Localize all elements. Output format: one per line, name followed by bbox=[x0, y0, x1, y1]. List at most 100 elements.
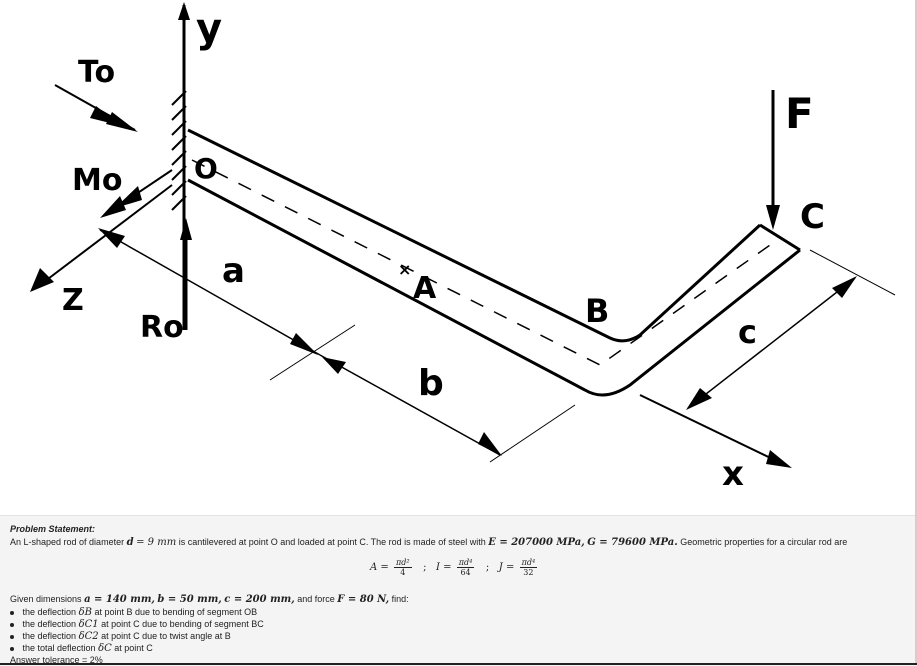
list-item: the total deflection δC at point C bbox=[10, 643, 153, 654]
rod-end-c bbox=[759, 223, 801, 252]
bullet-pre: the total deflection bbox=[22, 643, 96, 653]
formula-i-fraction: πd⁴ 64 bbox=[456, 558, 475, 577]
given-c: c = 200 mm, bbox=[224, 594, 295, 605]
list-item: the deflection δC1 at point C due to ben… bbox=[10, 619, 264, 630]
intro-text: An L-shaped rod of diameter bbox=[10, 537, 125, 547]
dim-c-line bbox=[687, 277, 856, 409]
given-dimensions: Given dimensions a = 140 mm, b = 50 mm, … bbox=[10, 594, 409, 605]
label-dim-b: b bbox=[418, 363, 444, 404]
moment-arrowhead bbox=[100, 196, 126, 218]
geometric-formulas: A = πd² 4 ; I = πd⁴ 64 ; J = πd⁴ 32 bbox=[370, 558, 539, 577]
point-a-marker: × bbox=[398, 260, 411, 279]
formula-a-fraction: πd² 4 bbox=[393, 558, 412, 577]
label-ro: Ro bbox=[140, 310, 184, 345]
list-item: the deflection δC2 at point C due to twi… bbox=[10, 631, 231, 642]
formula-j-num: πd⁴ bbox=[519, 558, 538, 568]
dim-b-arrow-start bbox=[322, 357, 346, 374]
l-shaped-rod-sketch: × y To Mo O F C Z Ro a A B c b x bbox=[30, 2, 896, 494]
formula-j-den: 32 bbox=[523, 568, 534, 577]
given-mid: and force bbox=[297, 594, 335, 604]
moment-arrowhead-2 bbox=[115, 186, 142, 208]
dim-a-ext bbox=[269, 324, 356, 381]
formula-i-num: πd⁴ bbox=[456, 558, 475, 568]
given-f: F = 80 N, bbox=[337, 594, 390, 605]
given-a: a = 140 mm, bbox=[84, 594, 155, 605]
wall-hatching bbox=[171, 90, 187, 211]
bullet-symbol: δC1 bbox=[78, 619, 99, 630]
bullet-post: at point C due to twist angle at B bbox=[101, 631, 231, 641]
label-point-b: B bbox=[585, 292, 609, 330]
given-suffix: find: bbox=[391, 594, 409, 604]
dim-a-arrow-end bbox=[290, 333, 318, 355]
formula-j-lhs: J = bbox=[498, 562, 515, 573]
bullet-dot bbox=[10, 610, 14, 615]
dim-c-arrow-end bbox=[832, 276, 857, 298]
bottom-border bbox=[0, 663, 917, 665]
bullet-post: at point C due to bending of segment BC bbox=[101, 619, 264, 629]
formula-a-den: 4 bbox=[400, 568, 406, 577]
x-axis-line bbox=[639, 394, 786, 466]
dim-a-line bbox=[99, 229, 321, 356]
bullet-post: at point C bbox=[114, 643, 153, 653]
dim-b-line bbox=[319, 354, 501, 456]
bullet-dot bbox=[10, 622, 14, 627]
diameter-symbol: d bbox=[126, 537, 134, 548]
z-axis-arrowhead bbox=[30, 268, 54, 292]
modulus-e: E = 207000 MPa, bbox=[488, 537, 585, 548]
formula-j-fraction: πd⁴ 32 bbox=[519, 558, 538, 577]
bullet-pre: the deflection bbox=[22, 631, 77, 641]
intro-text-2: is cantilevered at point O and loaded at… bbox=[178, 537, 486, 547]
problem-title: Problem Statement: bbox=[10, 524, 96, 534]
given-prefix: Given dimensions bbox=[10, 594, 82, 604]
bullet-symbol: δC2 bbox=[78, 631, 99, 642]
dim-c-ext bbox=[809, 249, 896, 296]
problem-statement-panel: Problem Statement: An L-shaped rod of di… bbox=[0, 515, 917, 666]
bullet-pre: the deflection bbox=[22, 607, 77, 617]
bullet-symbol: δB bbox=[78, 607, 92, 618]
torque-arrowhead bbox=[106, 112, 138, 132]
truncated-line: Answer tolerance = 2% bbox=[10, 655, 103, 665]
given-b: b = 50 mm, bbox=[157, 594, 222, 605]
problem-intro: An L-shaped rod of diameter d = 9 mm is … bbox=[10, 537, 847, 548]
rod-segment-bottom-edge bbox=[187, 178, 801, 397]
label-dim-a: a bbox=[222, 251, 245, 291]
formula-i-den: 64 bbox=[460, 568, 471, 577]
label-f: F bbox=[785, 89, 814, 138]
bullet-post: at point B due to bending of segment OB bbox=[94, 607, 258, 617]
dim-a-arrow-start bbox=[98, 228, 125, 248]
sep-2: ; bbox=[485, 562, 490, 573]
modulus-g: G = 79600 MPa. bbox=[587, 537, 678, 548]
label-to: To bbox=[78, 55, 115, 90]
label-c-point: C bbox=[800, 197, 825, 237]
intro-text-3: Geometric properties for a circular rod … bbox=[680, 537, 848, 547]
label-mo: Mo bbox=[72, 163, 122, 198]
label-z: Z bbox=[62, 283, 84, 318]
x-axis-arrowhead bbox=[766, 450, 792, 468]
dim-c-arrow-start bbox=[686, 388, 712, 410]
rod-segment-ob bbox=[187, 128, 762, 343]
torque-arrowhead-2 bbox=[90, 106, 122, 126]
dim-b-arrow-end bbox=[478, 432, 502, 456]
list-item: the deflection δB at point B due to bend… bbox=[10, 607, 257, 618]
y-axis-arrowhead bbox=[178, 2, 190, 20]
label-o: O bbox=[194, 152, 218, 185]
dim-b-ext bbox=[489, 404, 576, 463]
bullet-dot bbox=[10, 646, 14, 651]
bullet-pre: the deflection bbox=[22, 619, 77, 629]
rod-centerline bbox=[191, 159, 781, 366]
force-arrowhead bbox=[766, 205, 780, 230]
formula-a-lhs: A = bbox=[370, 562, 389, 573]
formula-i-lhs: I = bbox=[436, 562, 452, 573]
label-y: y bbox=[196, 6, 222, 52]
diameter-value: = 9 mm bbox=[136, 537, 177, 548]
label-x: x bbox=[722, 454, 744, 494]
reaction-arrowhead bbox=[180, 218, 192, 240]
right-border bbox=[915, 0, 917, 665]
label-dim-c: c bbox=[738, 313, 757, 351]
bullet-dot bbox=[10, 634, 14, 639]
bullet-symbol: δC bbox=[98, 643, 112, 654]
sep-1: ; bbox=[423, 562, 427, 573]
label-point-a: A bbox=[413, 271, 437, 306]
formula-a-num: πd² bbox=[393, 558, 412, 568]
